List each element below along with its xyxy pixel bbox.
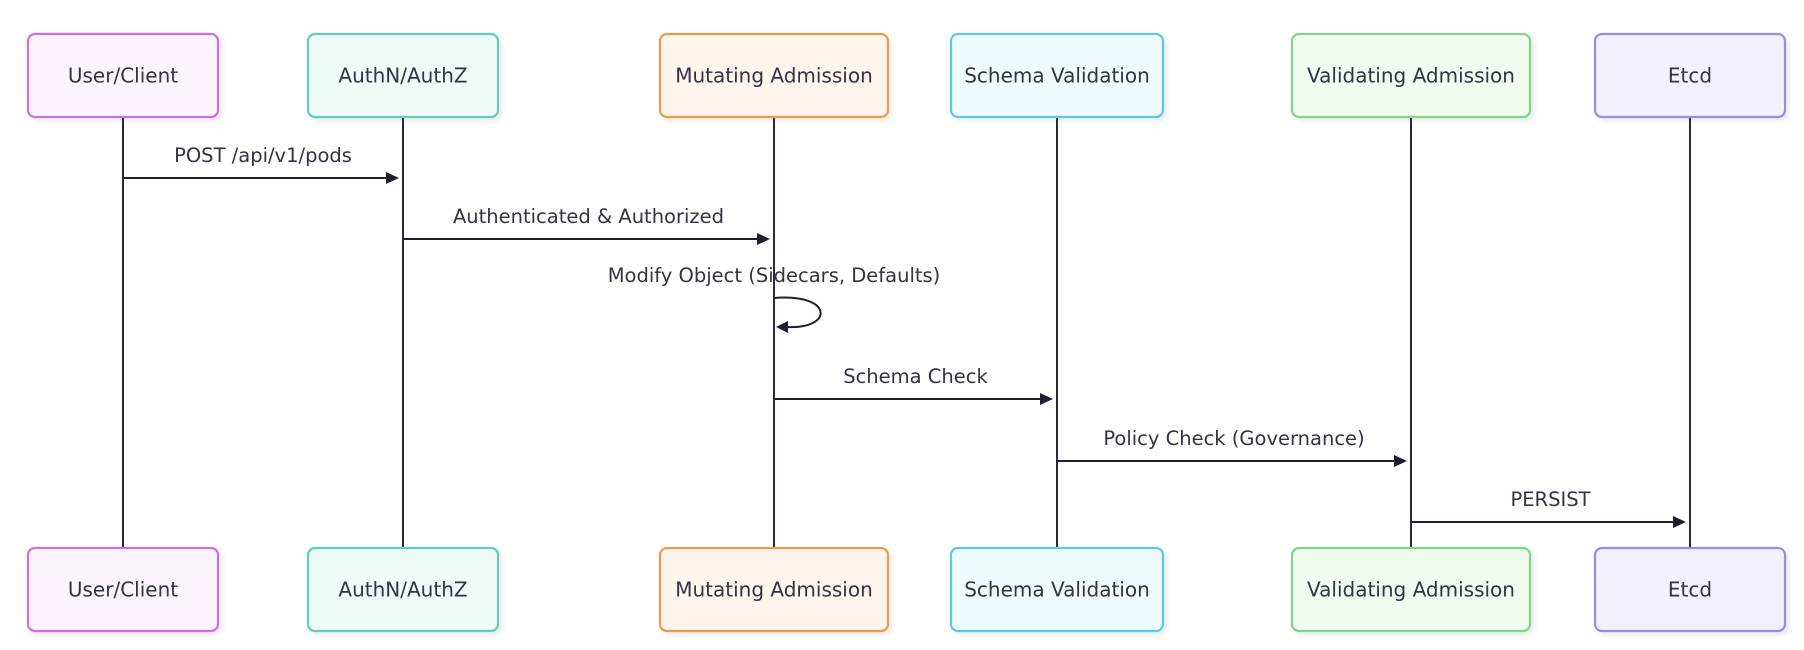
message-label: Policy Check (Governance): [1103, 427, 1364, 450]
participant-label: Schema Validation: [964, 578, 1150, 602]
arrowhead: [1394, 455, 1407, 467]
participant-top-user: User/Client: [26, 32, 220, 119]
participant-box: [949, 32, 1165, 119]
self-loop-line: [773, 296, 822, 329]
participant-box: [1290, 32, 1532, 119]
participant-box: [306, 546, 500, 633]
message-4: Schema Check: [774, 365, 1053, 405]
participant-top-auth: AuthN/AuthZ: [306, 32, 500, 119]
message-6: PERSIST: [1411, 488, 1686, 528]
participant-box: [658, 32, 890, 119]
arrowhead: [1040, 393, 1053, 405]
participant-label: Etcd: [1668, 578, 1712, 602]
participant-box: [658, 546, 890, 633]
participant-box: [1593, 32, 1787, 119]
participant-bottom-etcd: Etcd: [1593, 546, 1787, 633]
participant-label: User/Client: [68, 578, 178, 602]
message-3: Modify Object (Sidecars, Defaults): [608, 264, 941, 333]
participant-box: [306, 32, 500, 119]
message-label: Schema Check: [843, 365, 988, 388]
participant-label: Mutating Admission: [675, 578, 873, 602]
participant-bottom-validating: Validating Admission: [1290, 546, 1532, 633]
participant-box: [1290, 546, 1532, 633]
participant-label: Schema Validation: [964, 64, 1150, 88]
message-label: POST /api/v1/pods: [174, 144, 352, 167]
message-2: Authenticated & Authorized: [403, 205, 770, 245]
participant-label: Mutating Admission: [675, 64, 873, 88]
participant-label: User/Client: [68, 64, 178, 88]
participant-label: AuthN/AuthZ: [338, 578, 467, 602]
participant-bottom-user: User/Client: [26, 546, 220, 633]
arrowhead: [776, 321, 788, 333]
participant-box: [1593, 546, 1787, 633]
message-label: Authenticated & Authorized: [453, 205, 724, 228]
arrowhead: [386, 172, 399, 184]
participant-top-validating: Validating Admission: [1290, 32, 1532, 119]
message-1: POST /api/v1/pods: [123, 144, 399, 184]
participant-top-mutating: Mutating Admission: [658, 32, 890, 119]
message-label: PERSIST: [1510, 488, 1590, 511]
participant-label: AuthN/AuthZ: [338, 64, 467, 88]
arrowhead: [1673, 516, 1686, 528]
message-5: Policy Check (Governance): [1057, 427, 1407, 467]
participant-top-schema: Schema Validation: [949, 32, 1165, 119]
participant-box: [26, 32, 220, 119]
participant-bottom-mutating: Mutating Admission: [658, 546, 890, 633]
participant-box: [26, 546, 220, 633]
participant-top-etcd: Etcd: [1593, 32, 1787, 119]
message-label: Modify Object (Sidecars, Defaults): [608, 264, 941, 287]
participant-bottom-schema: Schema Validation: [949, 546, 1165, 633]
participant-label: Etcd: [1668, 64, 1712, 88]
participant-label: Validating Admission: [1307, 578, 1515, 602]
arrowhead: [757, 233, 770, 245]
participant-box: [949, 546, 1165, 633]
participant-label: Validating Admission: [1307, 64, 1515, 88]
participant-bottom-auth: AuthN/AuthZ: [306, 546, 500, 633]
